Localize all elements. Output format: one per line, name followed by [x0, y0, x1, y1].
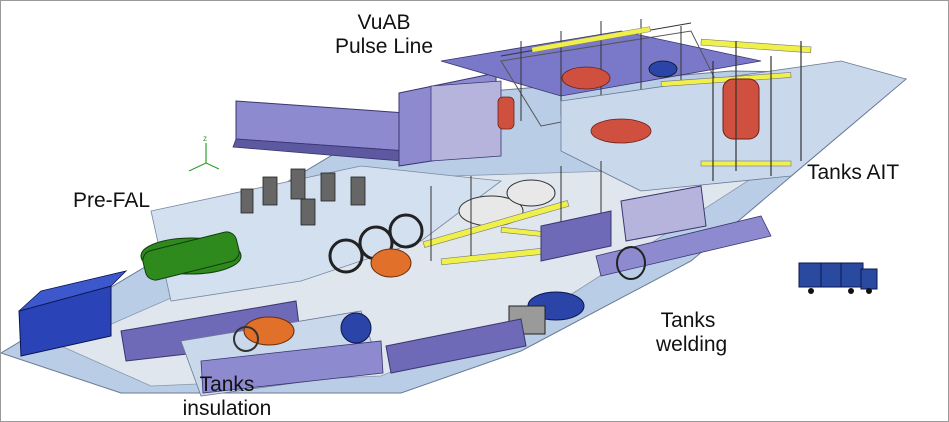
vuab-blue-machine [648, 60, 678, 78]
axis-z-label: z [203, 134, 207, 143]
prefal-area [150, 165, 503, 302]
insulation-orange-tank [243, 316, 295, 346]
tanks-insulation-line1: Tanks [199, 373, 255, 396]
vuab-label-line1: VuAB [357, 11, 411, 34]
tanks-welding-line1: Tanks [660, 309, 716, 332]
welding-front-block [385, 318, 527, 374]
welding-building [620, 185, 707, 242]
tanks-welding-line2: welding [656, 333, 728, 356]
vuab-building-front [430, 80, 502, 162]
vuab-pulse-line-label: VuAB Pulse Line [319, 11, 449, 59]
truck [798, 262, 878, 294]
tanks-ait-label: Tanks AIT [807, 161, 900, 184]
tanks-insulation-label: Tanks insulation [177, 373, 277, 421]
insulation-blue-tank [340, 312, 372, 344]
prefal-fixtures [240, 168, 366, 226]
pre-fal-label: Pre-FAL [73, 189, 151, 212]
entry-building-top [18, 270, 128, 312]
vuab-label-line2: Pulse Line [334, 35, 434, 58]
tanks-insulation-line2: insulation [182, 397, 272, 420]
prefal-green-tank [140, 231, 242, 281]
vuab-yellow-rail [531, 26, 651, 53]
central-orange-tank [370, 248, 412, 278]
tanks-ait-legs [712, 41, 802, 181]
tanks-ait-large-red-tank [722, 78, 760, 140]
welding-strip [595, 215, 772, 277]
vuab-red-tank-center [561, 66, 611, 90]
vuab-red-tank-left [497, 96, 515, 130]
welding-purple-block [540, 210, 612, 262]
tanks-ait-red-tank-horizontal [590, 118, 652, 144]
central-line-wheels [328, 213, 424, 274]
tanks-ait-crane [660, 38, 812, 167]
insulation-ring-left [233, 326, 259, 352]
welding-ring [616, 246, 646, 280]
insulation-front-wall [200, 340, 384, 394]
tanks-welding-label: Tanks welding [656, 309, 728, 357]
axis-triad [188, 143, 220, 172]
